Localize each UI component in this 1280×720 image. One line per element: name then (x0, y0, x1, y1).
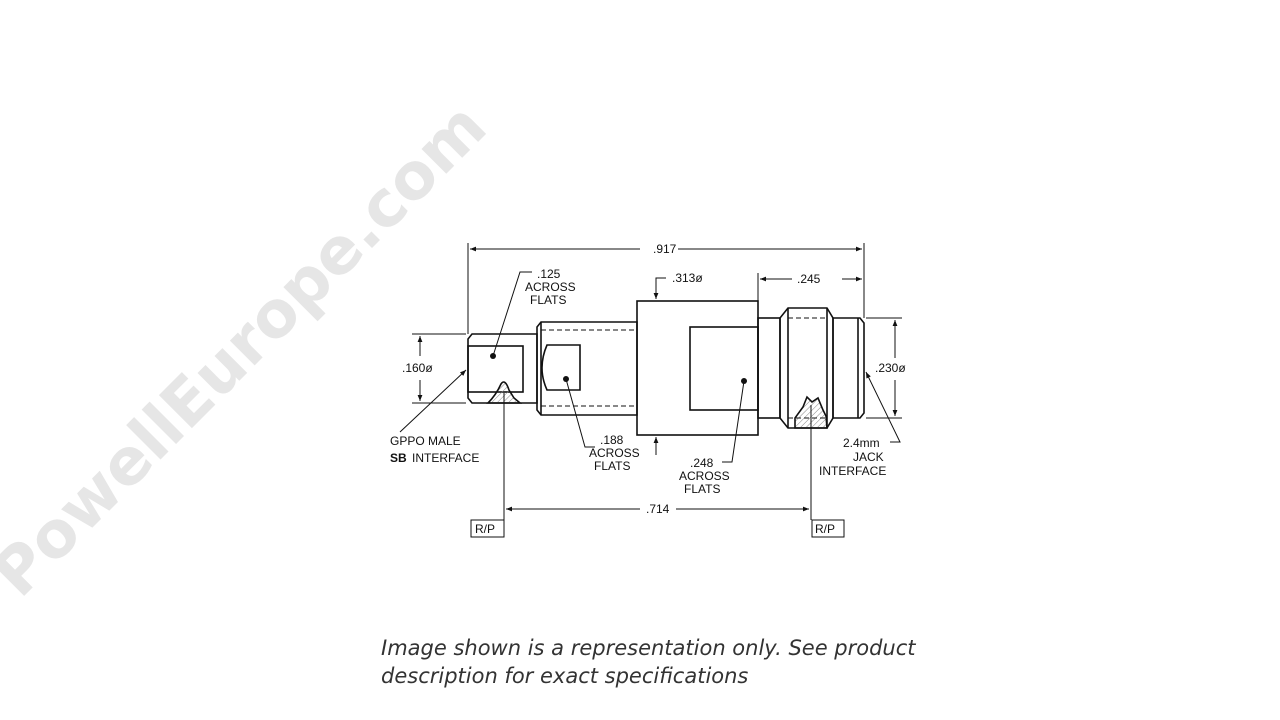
dimension-lines (399, 243, 902, 538)
svg-text:ACROSS: ACROSS (679, 469, 730, 483)
dim-160: .160ø (402, 361, 433, 375)
svg-text:FLATS: FLATS (684, 482, 720, 496)
svg-text:FLATS: FLATS (530, 293, 566, 307)
svg-text:.248: .248 (690, 456, 714, 470)
ref-plane-left: R/P (475, 522, 495, 536)
svg-text:INTERFACE: INTERFACE (412, 451, 479, 465)
svg-text:SB: SB (390, 451, 407, 465)
caption-line-2: description for exact specifications (381, 664, 749, 688)
disclaimer-caption: Image shown is a representation only. Se… (381, 634, 941, 690)
svg-text:INTERFACE: INTERFACE (819, 464, 886, 478)
svg-text:GPPO MALE: GPPO MALE (390, 434, 461, 448)
dimension-labels: .917 .245 .313ø .160ø .230ø .714 .125 AC… (390, 242, 906, 536)
dim-917: .917 (653, 242, 677, 256)
dim-313: .313ø (672, 271, 703, 285)
svg-text:JACK: JACK (853, 450, 884, 464)
connector-outline (467, 300, 865, 436)
svg-text:FLATS: FLATS (594, 459, 630, 473)
dim-714: .714 (646, 502, 670, 516)
dim-230: .230ø (875, 361, 906, 375)
hidden-lines (541, 317, 827, 419)
dim-245: .245 (797, 272, 821, 286)
svg-text:.188: .188 (600, 433, 624, 447)
watermark: PowellEurope.com (0, 89, 501, 611)
caption-line-1: Image shown is a representation only. Se… (381, 636, 916, 660)
svg-text:.125: .125 (537, 267, 561, 281)
svg-text:ACROSS: ACROSS (589, 446, 640, 460)
ref-plane-right: R/P (815, 522, 835, 536)
svg-text:2.4mm: 2.4mm (843, 436, 880, 450)
svg-text:ACROSS: ACROSS (525, 280, 576, 294)
